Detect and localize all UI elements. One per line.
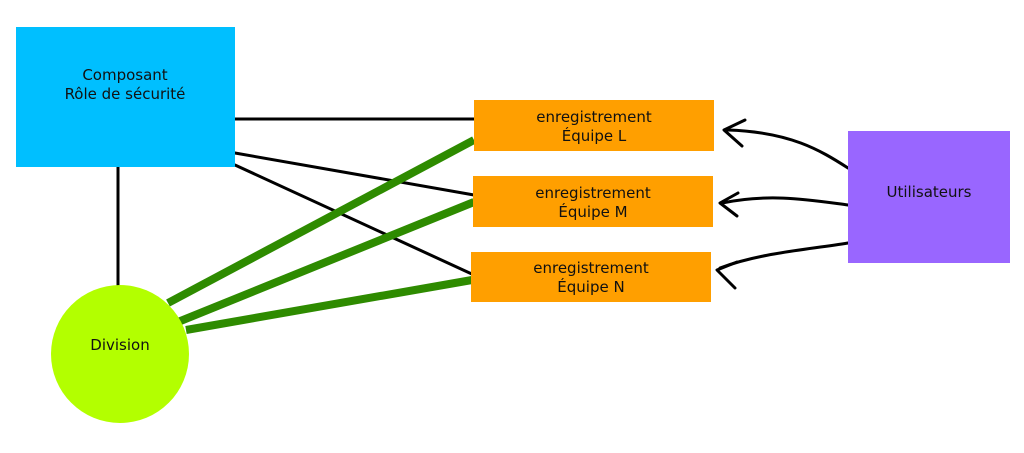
edge-role-to-team-m (233, 151, 476, 197)
arrow-users-to-team-l (726, 128, 850, 170)
node-record-team-n-line-2: Équipe N (557, 277, 624, 296)
green-connectors (166, 136, 476, 334)
node-record-team-n-line-1: enregistrement (533, 259, 649, 277)
edge-division-to-team-l (166, 136, 476, 307)
node-division-shape (51, 285, 189, 423)
node-security-role-shape (16, 27, 235, 167)
black-connectors (116, 117, 476, 287)
node-record-team-n: enregistrement Équipe N (471, 252, 711, 302)
arrowhead-team-l (722, 118, 747, 148)
node-division: Division (51, 285, 189, 423)
node-users-label: Utilisateurs (887, 183, 972, 201)
arrow-users-to-team-n (718, 241, 850, 270)
edge-division-to-team-m (176, 198, 476, 326)
node-record-team-m: enregistrement Équipe M (473, 176, 713, 227)
arrowhead-team-n (715, 260, 739, 290)
node-record-team-n-shape (471, 252, 711, 302)
arrowhead-team-m (718, 191, 740, 218)
arrow-users-to-team-m (720, 196, 850, 207)
node-security-role-line-2: Rôle de sécurité (65, 85, 186, 103)
node-record-team-l-line-2: Équipe L (562, 126, 627, 145)
node-record-team-l-line-1: enregistrement (536, 108, 652, 126)
node-record-team-m-line-2: Équipe M (558, 202, 627, 221)
node-division-label: Division (90, 336, 149, 354)
user-arrows (715, 118, 850, 290)
node-record-team-l: enregistrement Équipe L (474, 100, 714, 151)
node-record-team-m-shape (473, 176, 713, 227)
node-record-team-l-shape (474, 100, 714, 151)
node-security-role-line-1: Composant (82, 66, 167, 84)
edge-division-to-team-n (185, 276, 473, 334)
node-security-role: Composant Rôle de sécurité (16, 27, 235, 167)
node-record-team-m-line-1: enregistrement (535, 184, 651, 202)
node-users: Utilisateurs (848, 131, 1010, 263)
node-users-shape (848, 131, 1010, 263)
edge-role-to-team-n (233, 163, 476, 277)
